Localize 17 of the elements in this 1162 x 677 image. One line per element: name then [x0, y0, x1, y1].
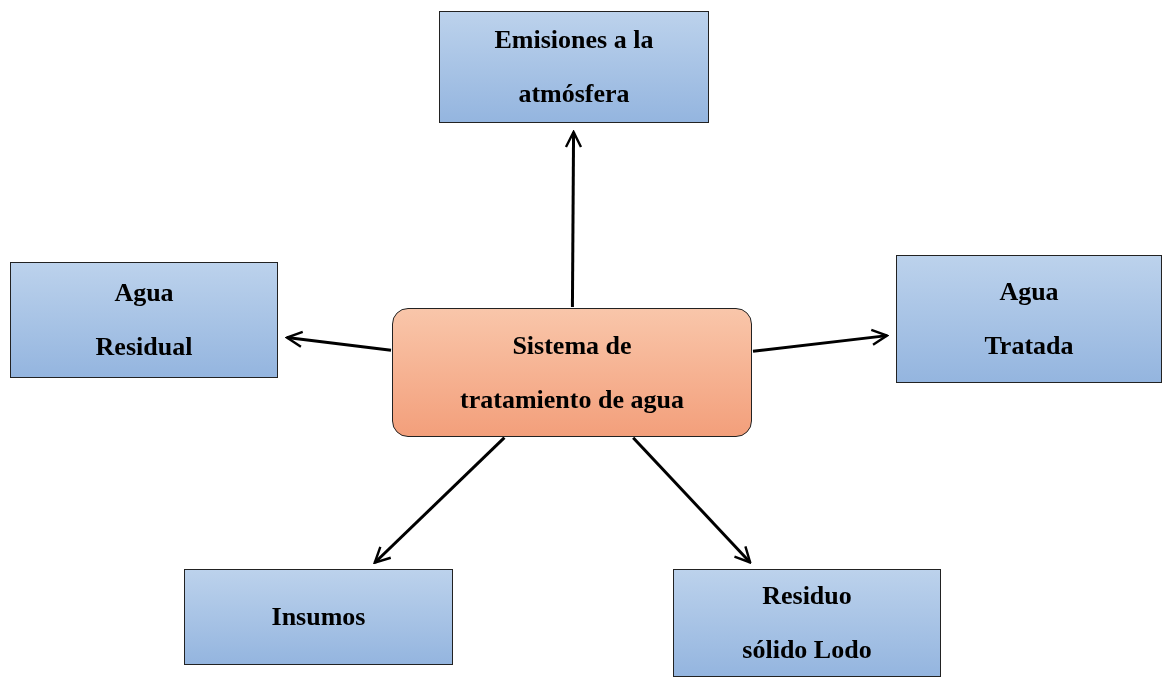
box-label: Emisiones a la atmósfera: [493, 24, 655, 110]
arrow: [564, 130, 583, 307]
box-label: Residuo sólido Lodo: [741, 580, 873, 666]
output-box: [10, 262, 278, 378]
output-box: [896, 255, 1162, 383]
arrow: [752, 328, 889, 353]
output-box: [184, 569, 453, 665]
arrow: [373, 436, 506, 564]
output-box: [439, 11, 709, 123]
box-label: Insumos: [271, 601, 366, 633]
process-box: [392, 308, 752, 437]
arrow: [632, 436, 752, 564]
arrow: [285, 330, 392, 352]
box-label: Agua Residual: [94, 277, 194, 363]
output-box: [673, 569, 941, 677]
box-label: Sistema de tratamiento de agua: [459, 329, 685, 416]
box-label: Agua Tratada: [983, 276, 1075, 362]
